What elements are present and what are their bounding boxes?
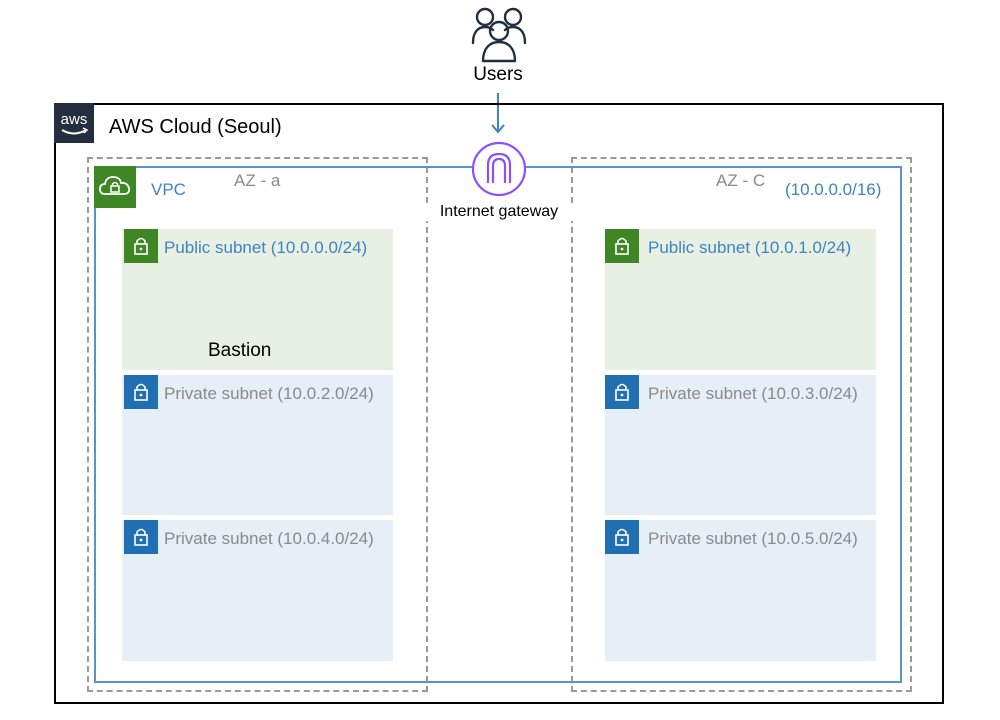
availability-zone-c — [571, 157, 912, 692]
aws-logo-text: aws — [61, 111, 88, 128]
lock-icon — [605, 229, 639, 263]
public-subnet-az-a-label: Public subnet (10.0.0.0/24) — [164, 238, 368, 257]
private-subnet-az-a-2 — [122, 520, 393, 661]
az-c-label: AZ - C — [716, 171, 766, 190]
lock-icon — [124, 375, 158, 409]
aws-cloud-group — [54, 103, 944, 704]
private-subnet-az-c-2-label: Private subnet (10.0.5.0/24) — [648, 529, 858, 548]
vpc-cidr-label: (10.0.0.0/16) — [785, 180, 882, 199]
users-icon — [471, 7, 527, 63]
availability-zone-a — [87, 157, 428, 692]
internet-gateway-label: Internet gateway — [424, 203, 574, 221]
private-subnet-az-c-1-label: Private subnet (10.0.3.0/24) — [648, 384, 858, 403]
lock-icon — [124, 520, 158, 554]
vpc-label: VPC — [151, 180, 186, 199]
private-subnet-az-c-1 — [605, 375, 876, 515]
private-subnet-az-c-2 — [605, 520, 876, 661]
internet-gateway-icon — [471, 141, 527, 197]
vpc-cloud-icon — [94, 166, 136, 208]
users-to-gateway-arrow — [491, 93, 505, 134]
aws-cloud-title: AWS Cloud (Seoul) — [109, 116, 282, 138]
private-subnet-az-a-2-label: Private subnet (10.0.4.0/24) — [164, 529, 374, 548]
az-a-label: AZ - a — [234, 171, 281, 190]
lock-icon — [605, 375, 639, 409]
public-subnet-az-a — [122, 229, 393, 370]
bastion-label: Bastion — [208, 340, 272, 361]
private-subnet-az-a-1-label: Private subnet (10.0.2.0/24) — [164, 384, 374, 403]
users-label: Users — [473, 64, 523, 85]
public-subnet-az-c-label: Public subnet (10.0.1.0/24) — [648, 238, 852, 257]
aws-logo: aws — [54, 103, 94, 143]
lock-icon — [124, 229, 158, 263]
public-subnet-az-c — [605, 229, 876, 370]
lock-icon — [605, 520, 639, 554]
private-subnet-az-a-1 — [122, 375, 393, 515]
